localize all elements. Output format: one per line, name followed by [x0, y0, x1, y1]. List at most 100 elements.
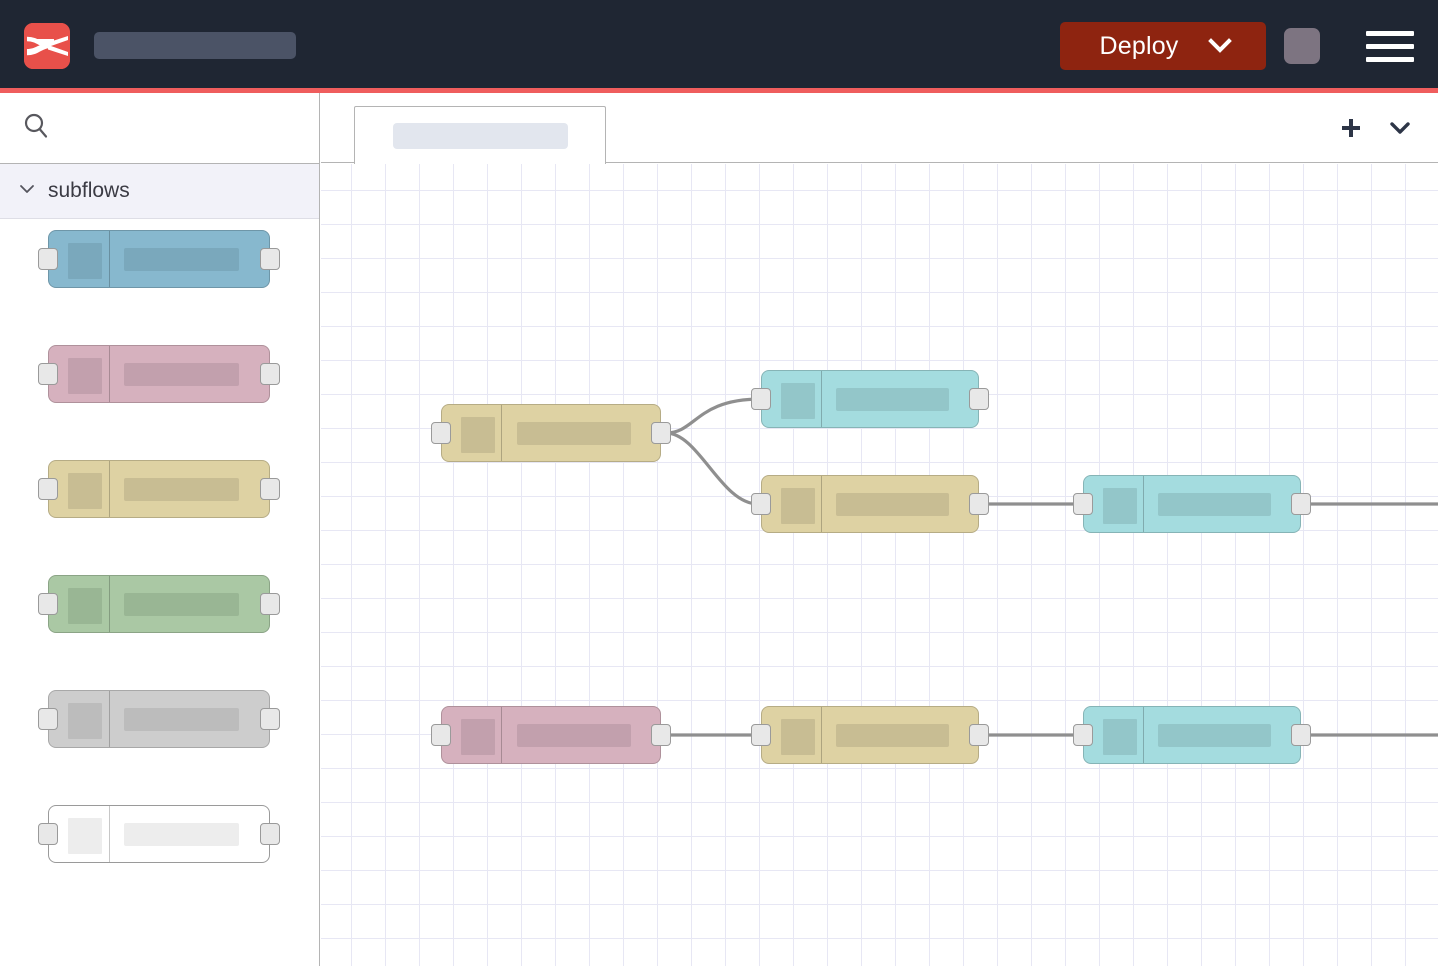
- node-body: [441, 706, 661, 764]
- node-input-port[interactable]: [38, 363, 58, 385]
- hamburger-bar: [1366, 56, 1414, 62]
- flow-canvas[interactable]: [321, 164, 1438, 966]
- palette-node-4[interactable]: [38, 575, 280, 633]
- node-output-port[interactable]: [260, 363, 280, 385]
- node-label: [836, 493, 949, 516]
- node-icon-divider: [501, 405, 502, 461]
- canvas-node-switch[interactable]: [751, 706, 989, 764]
- flow-workspace: [321, 93, 1438, 966]
- app-header: Deploy: [0, 0, 1438, 92]
- node-input-port[interactable]: [1073, 493, 1093, 515]
- node-icon-divider: [109, 576, 110, 632]
- palette-search-row[interactable]: [0, 93, 319, 164]
- search-icon[interactable]: [21, 111, 51, 146]
- add-flow-button[interactable]: [1334, 112, 1368, 146]
- node-label: [124, 593, 239, 616]
- palette-node-5[interactable]: [38, 690, 280, 748]
- node-input-port[interactable]: [38, 478, 58, 500]
- canvas-node-function-top[interactable]: [751, 370, 989, 428]
- palette-node-item[interactable]: [38, 345, 280, 403]
- deploy-button[interactable]: Deploy: [1060, 22, 1266, 70]
- canvas-node-http[interactable]: [1073, 706, 1311, 764]
- node-icon-divider: [109, 231, 110, 287]
- node-output-port[interactable]: [969, 493, 989, 515]
- node-body: [48, 345, 270, 403]
- node-type-icon: [1103, 488, 1137, 524]
- plus-icon: [1338, 115, 1364, 144]
- node-output-port[interactable]: [1291, 724, 1311, 746]
- node-type-icon: [461, 719, 495, 755]
- node-output-port[interactable]: [260, 708, 280, 730]
- node-input-port[interactable]: [751, 493, 771, 515]
- node-body: [48, 230, 270, 288]
- chevron-down-icon: [1205, 35, 1235, 58]
- node-type-icon: [68, 588, 102, 624]
- palette-node-list: [0, 219, 319, 863]
- palette-node-item[interactable]: [38, 230, 280, 288]
- node-output-port[interactable]: [260, 593, 280, 615]
- wire-n1-n2[interactable]: [664, 397, 763, 435]
- wire-n1-n3[interactable]: [664, 431, 760, 506]
- node-body: [48, 805, 270, 863]
- canvas-node-mqtt-in[interactable]: [431, 706, 671, 764]
- node-label: [836, 388, 949, 411]
- palette-node-item[interactable]: [38, 460, 280, 518]
- node-input-port[interactable]: [38, 708, 58, 730]
- palette-category-label: subflows: [48, 179, 130, 202]
- node-icon-divider: [109, 346, 110, 402]
- flow-tab-1[interactable]: [354, 106, 606, 164]
- node-output-port[interactable]: [260, 248, 280, 270]
- node-output-port[interactable]: [969, 388, 989, 410]
- palette-node-item[interactable]: [38, 575, 280, 633]
- node-body: [441, 404, 661, 462]
- node-type-icon: [68, 358, 102, 394]
- node-type-icon: [461, 417, 495, 453]
- node-input-port[interactable]: [38, 823, 58, 845]
- node-label: [1158, 493, 1271, 516]
- node-input-port[interactable]: [38, 248, 58, 270]
- node-output-port[interactable]: [651, 724, 671, 746]
- palette-node-6[interactable]: [38, 805, 280, 863]
- palette-node-1[interactable]: [38, 230, 280, 288]
- hamburger-menu-icon[interactable]: [1366, 26, 1414, 66]
- node-type-icon: [68, 473, 102, 509]
- node-input-port[interactable]: [751, 724, 771, 746]
- node-type-icon: [68, 703, 102, 739]
- node-input-port[interactable]: [38, 593, 58, 615]
- node-type-icon: [781, 488, 815, 524]
- palette-node-item[interactable]: [38, 690, 280, 748]
- chevron-down-icon: [1387, 118, 1413, 141]
- flow-wires-layer: [664, 397, 1438, 737]
- palette-category-subflows[interactable]: subflows: [0, 164, 319, 219]
- node-icon-divider: [821, 707, 822, 763]
- node-output-port[interactable]: [1291, 493, 1311, 515]
- node-input-port[interactable]: [431, 724, 451, 746]
- node-output-port[interactable]: [969, 724, 989, 746]
- user-avatar-button[interactable]: [1284, 28, 1320, 64]
- node-label: [124, 823, 239, 846]
- canvas-node-change[interactable]: [751, 475, 989, 533]
- deploy-button-label: Deploy: [1099, 31, 1179, 60]
- hamburger-bar: [1366, 30, 1414, 36]
- node-label: [1158, 724, 1271, 747]
- node-label: [124, 248, 239, 271]
- node-output-port[interactable]: [260, 823, 280, 845]
- palette-node-2[interactable]: [38, 345, 280, 403]
- node-input-port[interactable]: [1073, 724, 1093, 746]
- node-label: [124, 708, 239, 731]
- node-output-port[interactable]: [260, 478, 280, 500]
- node-red-logo-icon[interactable]: [24, 23, 70, 69]
- header-search-input[interactable]: [94, 32, 296, 59]
- node-icon-divider: [1143, 707, 1144, 763]
- node-output-port[interactable]: [651, 422, 671, 444]
- palette-node-item[interactable]: [38, 805, 280, 863]
- node-body: [48, 690, 270, 748]
- node-input-port[interactable]: [751, 388, 771, 410]
- canvas-node-debug[interactable]: [1073, 475, 1311, 533]
- node-type-icon: [781, 719, 815, 755]
- flow-menu-button[interactable]: [1383, 112, 1417, 146]
- node-input-port[interactable]: [431, 422, 451, 444]
- canvas-node-inject[interactable]: [431, 404, 671, 462]
- node-body: [1083, 475, 1301, 533]
- palette-node-3[interactable]: [38, 460, 280, 518]
